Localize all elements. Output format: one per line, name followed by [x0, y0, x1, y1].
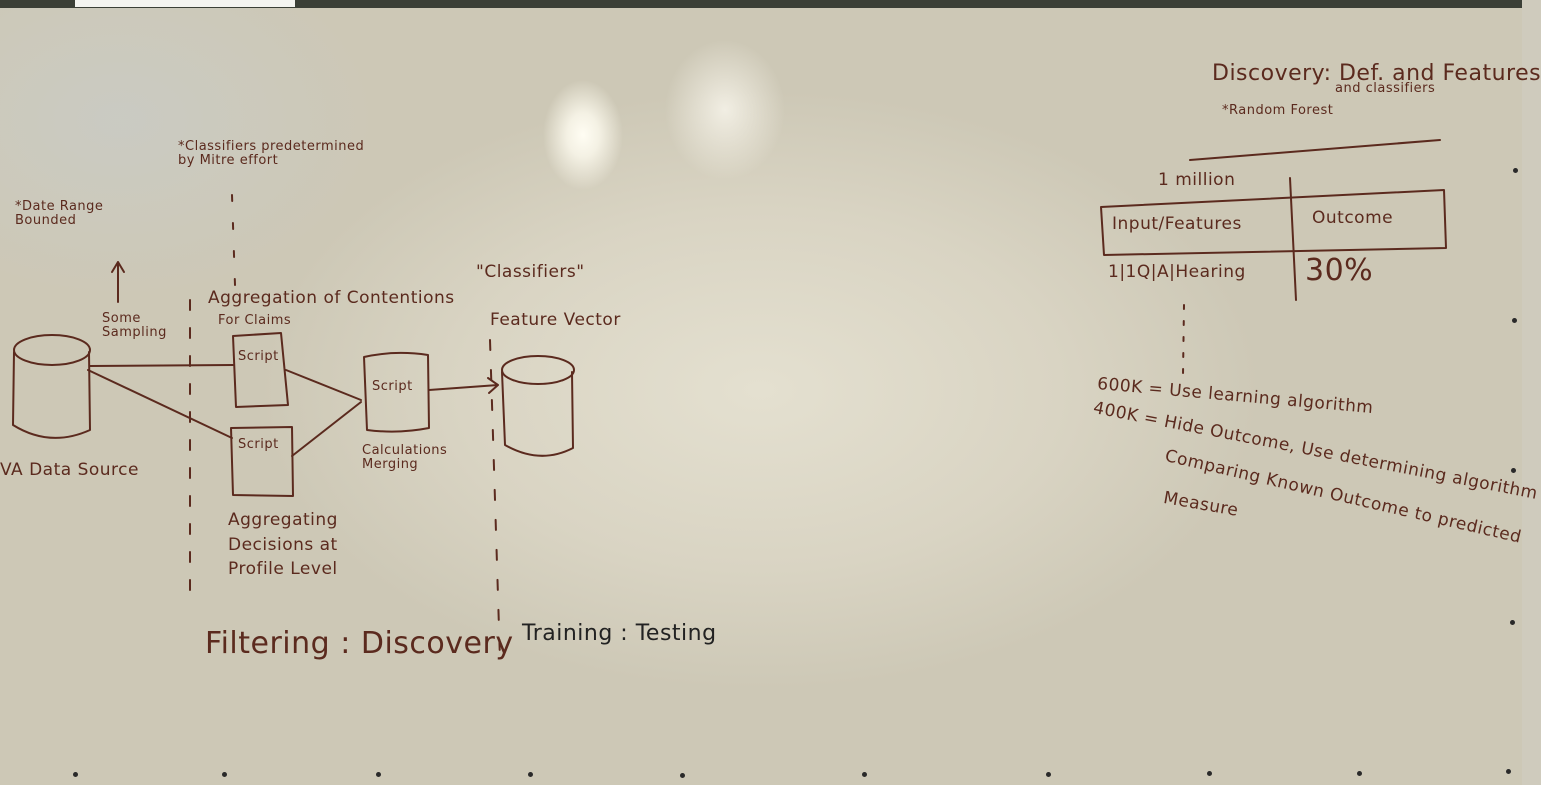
million-label: 1 million: [1158, 170, 1236, 190]
aggregating-decisions-label: Aggregating Decisions at Profile Level: [228, 510, 338, 580]
screw: [222, 772, 227, 777]
light-reflection: [75, 0, 295, 7]
script-1-label: Script: [238, 349, 279, 364]
outcome-table: [1100, 139, 1447, 376]
input-row-value: 1|1Q|A|Hearing: [1108, 262, 1246, 282]
screw: [1207, 771, 1212, 776]
top-frame: [0, 0, 1522, 8]
feature-vector-label: Feature Vector: [490, 310, 621, 330]
va-datasource-cylinder: [12, 334, 91, 439]
screw: [862, 772, 867, 777]
feature-vector-cylinder: [501, 355, 575, 457]
phase-filtering-discovery: Filtering : Discovery: [205, 626, 514, 661]
classifiers-label: "Classifiers": [476, 262, 585, 282]
script-2-label: Script: [238, 437, 279, 452]
input-features-header: Input/Features: [1112, 214, 1242, 234]
screw: [680, 773, 685, 778]
aggregation-contentions-label: Aggregation of Contentions: [208, 288, 455, 308]
script-3-label: Script: [372, 379, 413, 394]
screw: [1512, 318, 1517, 323]
screw: [1513, 168, 1518, 173]
classifiers-predetermined-note: *Classifiers predetermined by Mitre effo…: [178, 139, 365, 168]
va-datasource-label: VA Data Source: [0, 460, 139, 480]
date-range-note: *Date Range Bounded: [15, 199, 104, 228]
screw: [1510, 620, 1515, 625]
phase-training-testing: Training : Testing: [522, 621, 717, 646]
screw: [1357, 771, 1362, 776]
random-forest-note: *Random Forest: [1222, 103, 1334, 118]
outcome-header: Outcome: [1312, 208, 1394, 228]
calculations-merging-label: Calculations Merging: [362, 443, 448, 472]
discovery-subtitle: and classifiers: [1335, 81, 1436, 96]
for-claims-label: For Claims: [218, 313, 292, 328]
screw: [1511, 468, 1516, 473]
screw: [1506, 769, 1511, 774]
screw: [73, 772, 78, 777]
screw: [528, 772, 533, 777]
some-sampling-label: Some Sampling: [102, 311, 167, 340]
screw: [1046, 772, 1051, 777]
discovery-title: Discovery: Def. and Features: [1212, 61, 1541, 86]
outcome-row-value: 30%: [1305, 253, 1374, 288]
screw: [376, 772, 381, 777]
